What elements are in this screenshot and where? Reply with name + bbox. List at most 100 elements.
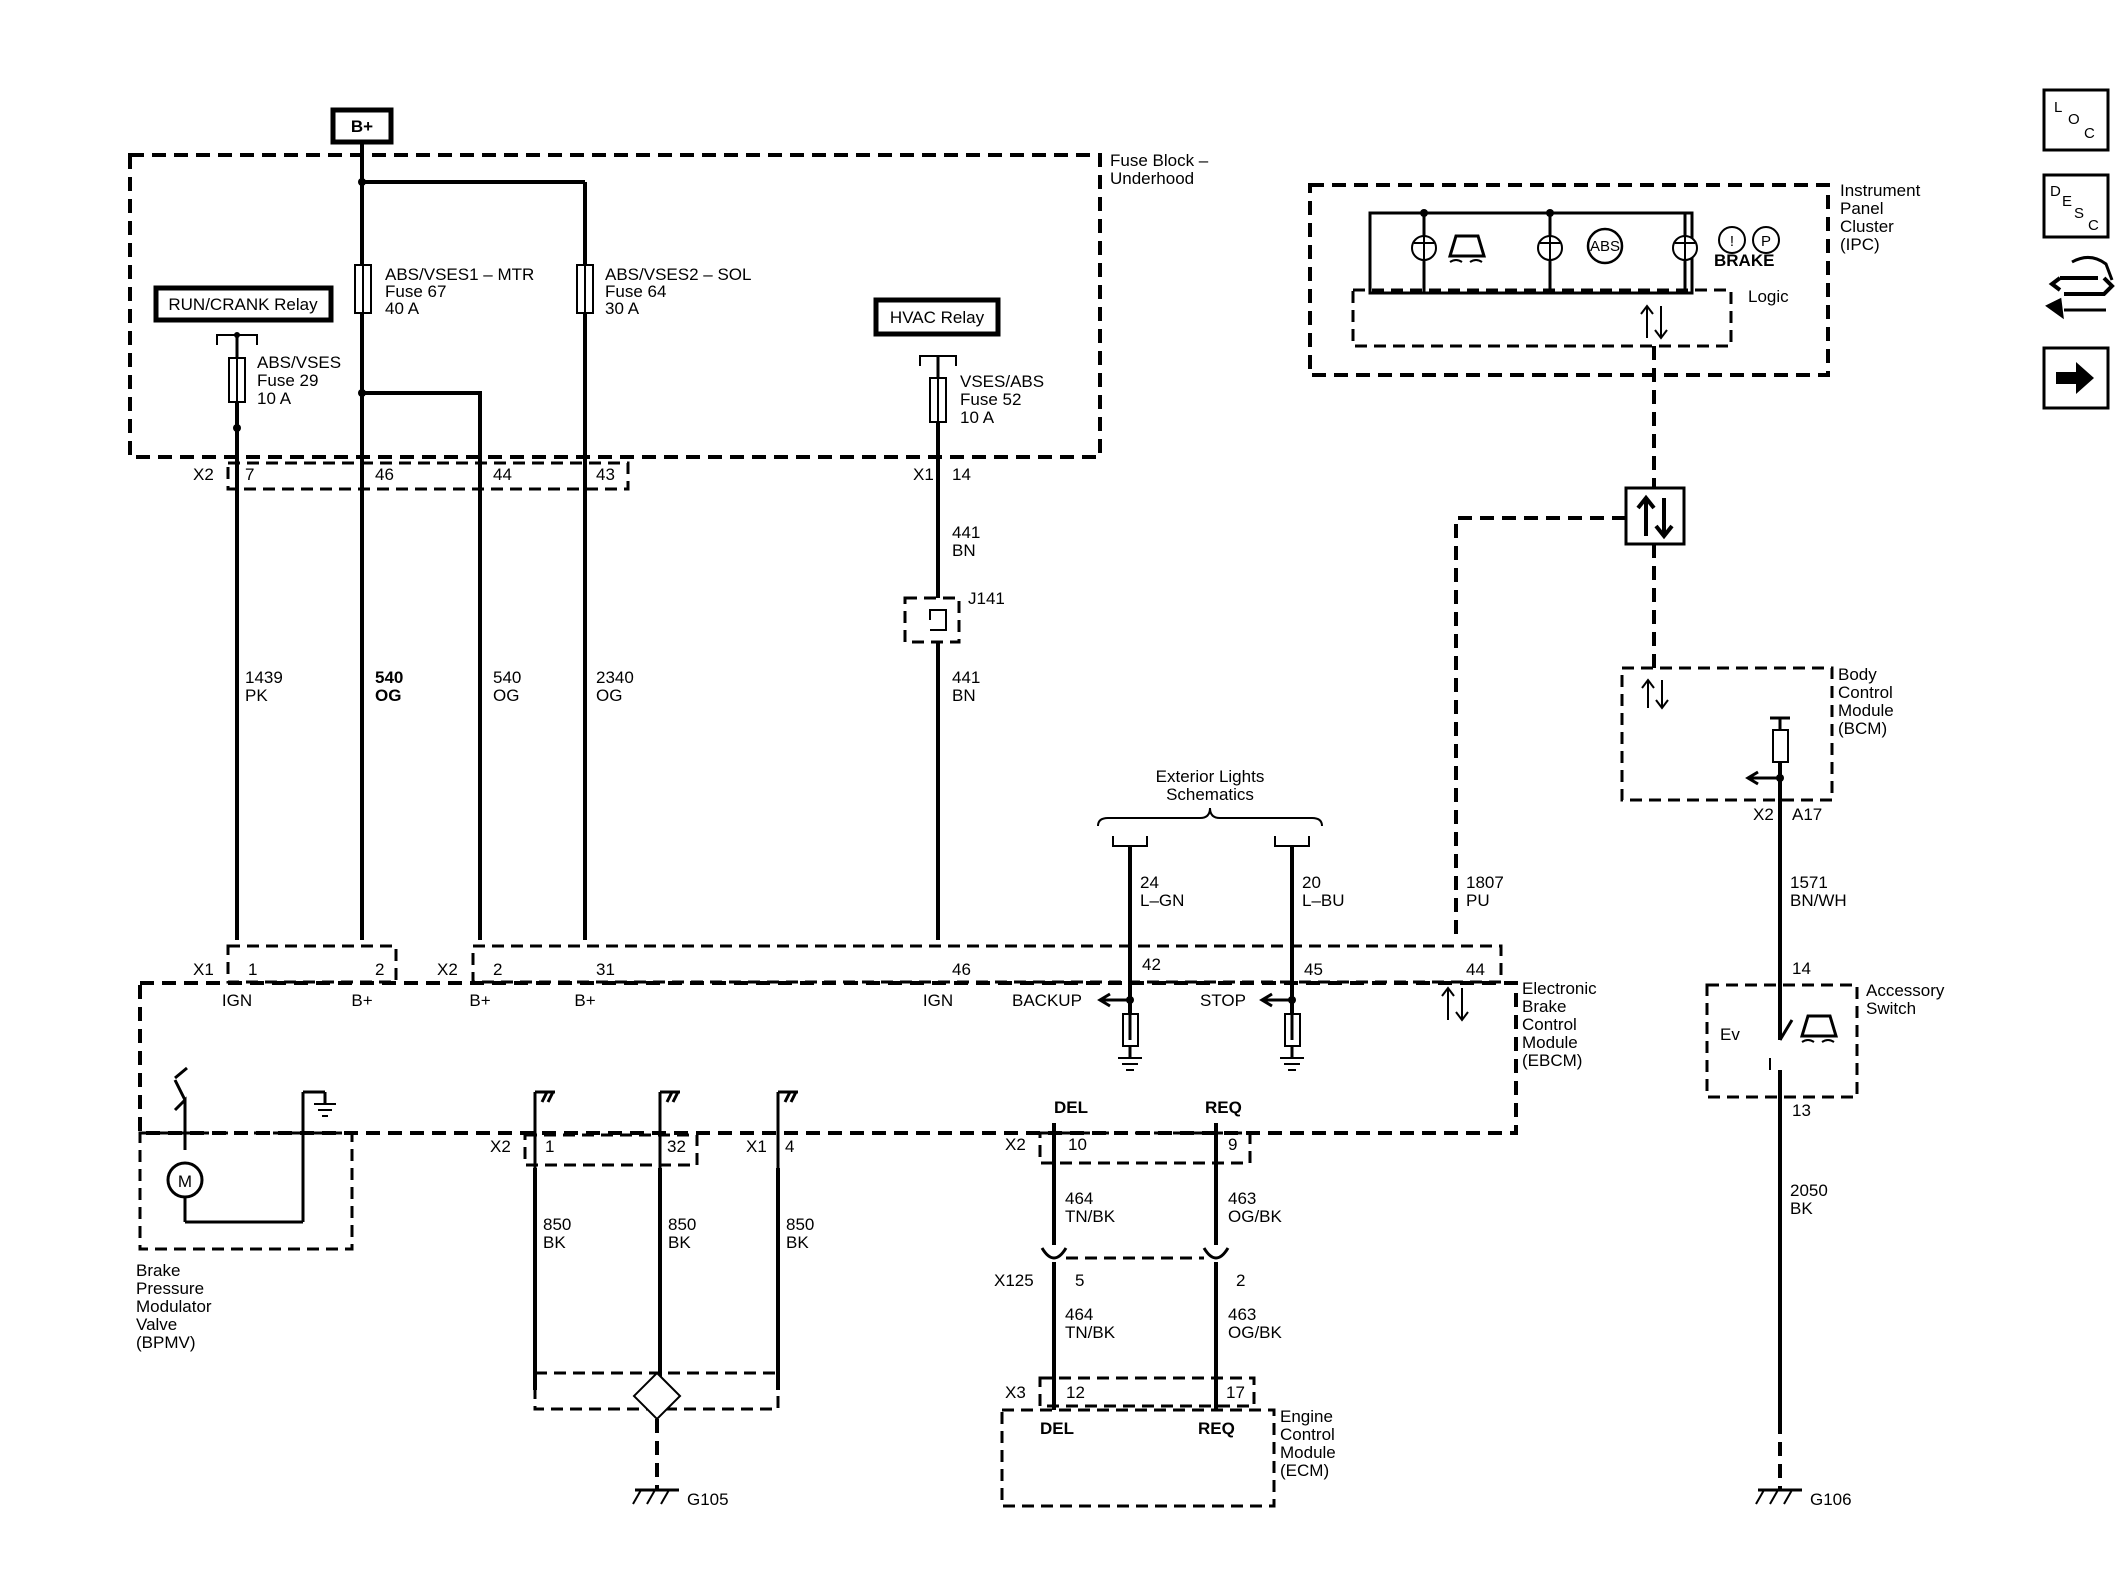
wire-850b-color: BK: [668, 1233, 691, 1252]
body-control-module: Body Control Module (BCM) X2 A17 1571 BN…: [1620, 665, 1894, 1420]
hvac-relay-box: [873, 297, 1001, 337]
ecm-signal-circuits: DEL REQ X2 10 9 464 TN/BK 463 OG/BK X125…: [994, 1098, 1283, 1410]
brake-pressure-modulator-valve: M Brake Pressure Modulator Valve (BPMV): [136, 1131, 354, 1352]
ebcm-connector-x2: X2: [437, 960, 458, 979]
bpmv-title-5: (BPMV): [136, 1333, 196, 1352]
fuse-67-number: Fuse 67: [385, 282, 446, 301]
desc-icon[interactable]: D E S C: [2042, 173, 2110, 239]
pin-44: 44: [493, 465, 512, 484]
ebcm-pin-bplus-1: B+: [351, 991, 372, 1010]
fuse-block-connector-row: X2 7 46 44 43 X1 14: [193, 461, 971, 491]
wire-464a-number: 464: [1065, 1189, 1093, 1208]
wire-850c-color: BK: [786, 1233, 809, 1252]
bpmv-title-3: Modulator: [136, 1297, 212, 1316]
ecm-req-label: REQ: [1198, 1419, 1235, 1438]
ipc-data-arrows-icon: [1640, 304, 1668, 340]
pin-46: 46: [375, 465, 394, 484]
pin-7: 7: [245, 465, 254, 484]
ebcm-connector-x1: X1: [193, 960, 214, 979]
wire-labels-left: 1439 PK 540 OG 540 OG 2340 OG: [245, 668, 634, 705]
wire-441a-color: BN: [952, 541, 976, 560]
wire-463b-color: OG/BK: [1228, 1323, 1283, 1342]
exterior-title-2: Schematics: [1166, 785, 1254, 804]
brake-warning-icon: ! P BRAKE: [1714, 226, 1780, 270]
bcm-title-2: Control: [1838, 683, 1893, 702]
connector-icon[interactable]: [2045, 256, 2115, 320]
wire-850a-color: BK: [543, 1233, 566, 1252]
x125-pin-5: 5: [1075, 1271, 1084, 1290]
wire-540a-color: OG: [375, 686, 401, 705]
ground-g106-label: G106: [1810, 1490, 1852, 1509]
ebcm-title-4: Module: [1522, 1033, 1578, 1052]
fuse-29: ABS/VSES Fuse 29 10 A: [228, 353, 341, 940]
bcm-outline: [1620, 666, 1834, 802]
ground-pin-4: 4: [785, 1137, 794, 1156]
svg-text:P: P: [1761, 233, 1771, 250]
ipc-outline: [1308, 183, 1830, 377]
ebcm-outline: [138, 981, 1518, 1135]
wire-850a-number: 850: [543, 1215, 571, 1234]
acc-pin-14: 14: [1792, 959, 1811, 978]
motor-label: M: [178, 1172, 192, 1191]
wire-1807-color: PU: [1466, 891, 1490, 910]
fuse-block-outline: [128, 153, 1102, 459]
next-arrow-icon[interactable]: [2042, 346, 2110, 410]
ground-g106: G106: [1755, 1420, 1852, 1509]
fuse-29-name: ABS/VSES: [257, 353, 341, 372]
wire-441: 441 BN J141 441 BN: [903, 523, 1005, 940]
bcm-pin-a17: A17: [1792, 805, 1822, 824]
bplus-box: [330, 107, 394, 145]
ecm-pin-12: 12: [1066, 1383, 1085, 1402]
fuse-67: ABS/VSES1 – MTR Fuse 67 40 A: [354, 182, 534, 940]
ipc-title-3: Cluster: [1840, 217, 1894, 236]
ipc-title-2: Panel: [1840, 199, 1883, 218]
fuse-29-number: Fuse 29: [257, 371, 318, 390]
ecm-outline: [1000, 1408, 1276, 1508]
accessory-switch: 14 Accessory Switch Ev 13 2050 BK: [1705, 959, 1945, 1218]
bcm-title-4: (BCM): [1838, 719, 1887, 738]
ground-circuits-g105: X2 1 32 X1 4 850 BK 850 BK 850 BK G105: [490, 1133, 814, 1509]
acc-pin-13: 13: [1792, 1101, 1811, 1120]
brake-text: BRAKE: [1714, 251, 1774, 270]
wire-1439-number: 1439: [245, 668, 283, 687]
loc-icon[interactable]: L O C: [2042, 88, 2110, 152]
ground-pin-1: 1: [545, 1137, 554, 1156]
abs-warning-icon: ABS: [1586, 227, 1624, 265]
svg-text:C: C: [2088, 217, 2099, 234]
ebcm-pin-backup: BACKUP: [1012, 991, 1082, 1010]
data-link-arrows-icon: [1636, 494, 1674, 540]
accessory-ev-label: Ev: [1720, 1025, 1740, 1044]
wire-1439-color: PK: [245, 686, 268, 705]
ecm-title-1: Engine: [1280, 1407, 1333, 1426]
ipc-logic-label: Logic: [1748, 287, 1789, 306]
connector-x125: X125: [994, 1271, 1034, 1290]
bplus-label: B+: [351, 117, 373, 136]
ground-g105-label: G105: [687, 1490, 729, 1509]
wire-441b-color: BN: [952, 686, 976, 705]
splice-label: J141: [968, 589, 1005, 608]
bcm-title-3: Module: [1838, 701, 1894, 720]
ebcm-pin-x2-2: 2: [493, 960, 502, 979]
ebcm-title-5: (EBCM): [1522, 1051, 1582, 1070]
svg-text:!: !: [1730, 233, 1734, 250]
wire-464a-color: TN/BK: [1065, 1207, 1116, 1226]
wire-464b-color: TN/BK: [1065, 1323, 1116, 1342]
wire-20-number: 20: [1302, 873, 1321, 892]
wire-1571-color: BN/WH: [1790, 891, 1847, 910]
ebcm-pin-bplus-2: B+: [469, 991, 490, 1010]
ebcm-pin-44: 44: [1466, 960, 1485, 979]
fuse-64: ABS/VSES2 – SOL Fuse 64 30 A: [576, 182, 751, 940]
side-nav[interactable]: L O C D E S C: [2042, 88, 2115, 410]
traction-control-icon: [1447, 234, 1487, 263]
svg-text:C: C: [2084, 125, 2095, 142]
ebcm-pin-x1-2: 2: [375, 960, 384, 979]
power-source-bplus: B+: [330, 107, 394, 186]
electronic-brake-control-module: Electronic Brake Control Module (EBCM) X…: [138, 944, 1597, 1222]
ecm-link-pin-10: 10: [1068, 1135, 1087, 1154]
svg-text:D: D: [2050, 183, 2061, 200]
fuse-52: VSES/ABS Fuse 52 10 A: [929, 372, 1044, 598]
ecm-pin-17: 17: [1226, 1383, 1245, 1402]
wire-850b-number: 850: [668, 1215, 696, 1234]
svg-text:L: L: [2054, 99, 2062, 116]
wire-463a-number: 463: [1228, 1189, 1256, 1208]
